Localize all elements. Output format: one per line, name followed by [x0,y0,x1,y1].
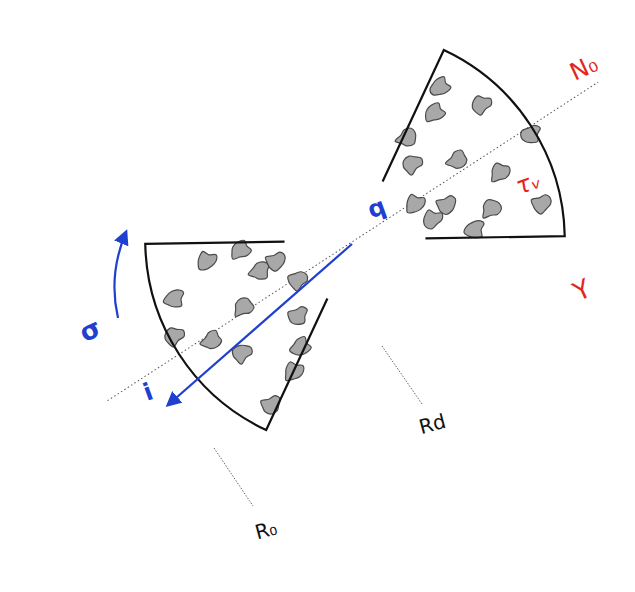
symbol-label: i [140,379,156,404]
dust-clump [197,329,224,354]
dust-clump [161,286,189,313]
dust-clump [485,159,513,186]
torus-cone [119,177,370,447]
symbol-label: Y [569,275,594,305]
symbol-label: σ [75,314,104,346]
symmetry-axis [108,82,599,401]
angular-width-arrow [114,232,126,318]
dust-clump [468,91,495,117]
leader-line [214,448,253,506]
torus-cone [341,33,592,303]
dust-clump [162,323,189,349]
dust-clump [443,148,470,174]
inclination-arrow [168,244,352,405]
symbol-label: N₀ [566,51,601,84]
leader-line [382,346,422,404]
symbol-label: R₀ [253,518,279,543]
symbol-label: Rd [417,411,448,437]
dust-clump [476,196,504,222]
dust-clump [286,267,312,292]
symbol-label: q [365,194,389,222]
dust-clump [230,340,256,365]
dust-clump [419,205,446,231]
dust-clump [285,303,312,329]
dust-clump [400,151,426,177]
dust-clump [400,189,428,216]
dust-clump [462,217,490,244]
dust-clump [229,295,256,321]
dust-clump [259,391,285,417]
dust-clump [192,246,220,273]
symbol-label: τᵥ [512,168,543,199]
dust-clump [264,248,290,273]
dust-clump [529,191,555,216]
dust-clump [421,101,447,126]
